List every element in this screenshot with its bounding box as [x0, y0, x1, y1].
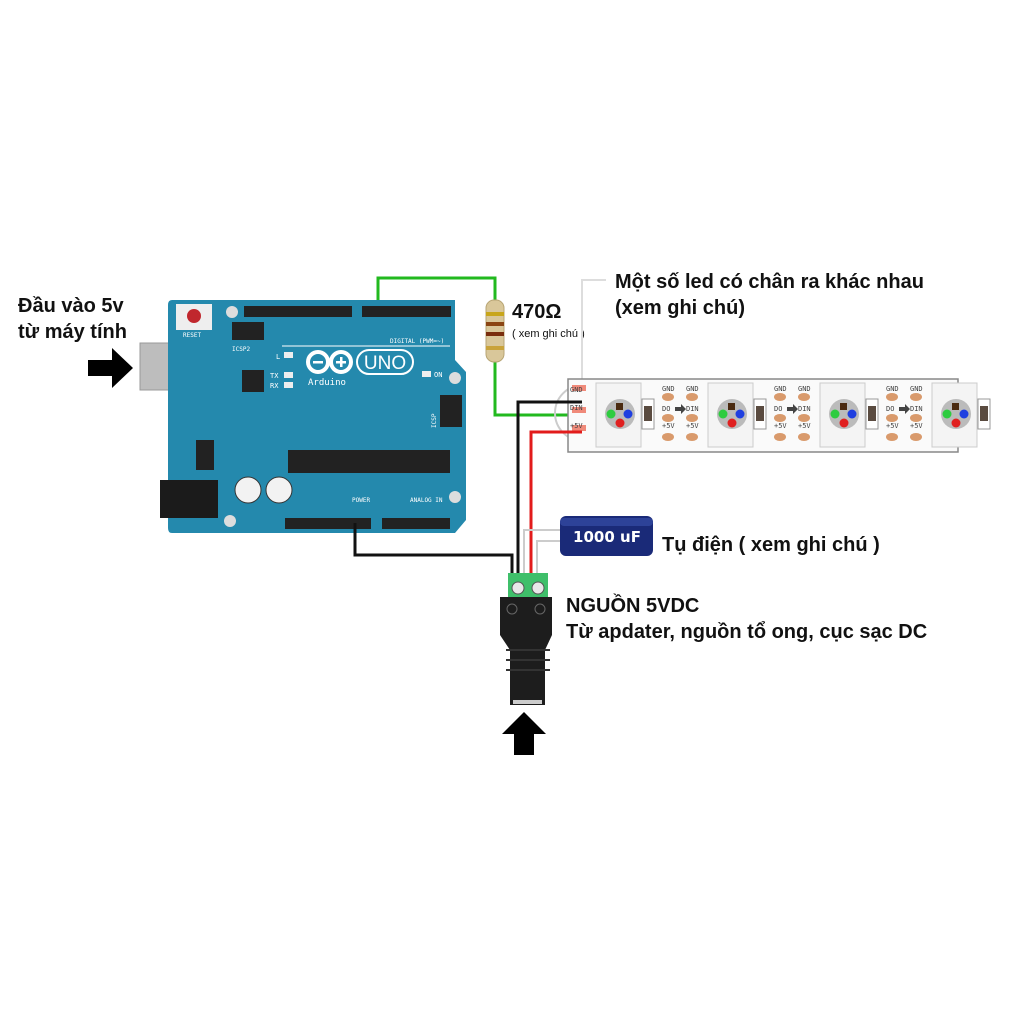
- pad-label: +5V: [774, 422, 787, 430]
- pad-label: GND: [662, 385, 675, 393]
- resistor: [485, 299, 505, 363]
- analog-header: [382, 518, 450, 529]
- power-title: NGUỒN 5VDC: [566, 593, 699, 617]
- pad-label: DIN: [686, 405, 699, 413]
- led-pixel: [595, 382, 655, 448]
- resistor-value: 470Ω: [512, 301, 561, 323]
- power-label: POWER: [352, 497, 370, 504]
- pad-label: GND: [886, 385, 899, 393]
- arrow-right-icon: [787, 404, 798, 414]
- chip-small: [242, 370, 264, 392]
- dc-jack: [160, 480, 218, 518]
- pad-label: DIN: [910, 405, 923, 413]
- icsp-label: ICSP: [431, 413, 438, 428]
- power-header: [285, 518, 371, 529]
- pad-label: GND: [910, 385, 923, 393]
- arrow-right-icon: [675, 404, 686, 414]
- icsp2-label: ICSP2: [232, 346, 250, 353]
- usb-input-label-line1: Đầu vào 5v: [18, 295, 124, 317]
- analog-label: ANALOG IN: [410, 497, 443, 504]
- arrow-up-icon: [502, 712, 546, 755]
- usb-input-label-line2: từ máy tính: [18, 321, 127, 343]
- pad-label: DO: [662, 405, 670, 413]
- digital-header-left: [244, 306, 352, 317]
- model-label: UNO: [364, 353, 406, 374]
- data-wire-to-strip: [493, 360, 582, 417]
- capacitor-value: 1000 uF: [573, 528, 641, 546]
- capacitor-note: Tụ điện ( xem ghi chú ): [662, 534, 880, 556]
- reset-label: RESET: [183, 332, 201, 339]
- arduino-uno-board: RESET ICSP2 DIGITAL (PWM=~) L TX RX UNO …: [139, 300, 466, 533]
- strip-gnd-label: GND: [570, 386, 583, 394]
- voltage-regulator: [196, 440, 214, 470]
- dc-power-connector: [500, 573, 552, 705]
- pad-label: +5V: [886, 422, 899, 430]
- pad-label: DO: [886, 405, 894, 413]
- capacitor: 1000 uF: [560, 516, 653, 556]
- pad-label: +5V: [798, 422, 811, 430]
- 5v-wire: [529, 430, 582, 576]
- power-subtitle: Từ apdater, nguồn tổ ong, cục sạc DC: [566, 621, 927, 643]
- gnd-wire-arduino: [353, 523, 514, 576]
- strip-5v-label: +5V: [570, 422, 583, 430]
- led-strip: GND DIN +5V GND GND DO DIN +5V +5V GND GND DO DIN…: [567, 378, 991, 453]
- pad-label: +5V: [686, 422, 699, 430]
- led-pixel: [707, 382, 767, 448]
- pad-label: DO: [774, 405, 782, 413]
- gnd-wire-strip: [516, 400, 582, 576]
- solder-pads: GND GND DO DIN +5V +5V: [774, 385, 811, 441]
- led-l-label: L: [276, 353, 280, 361]
- pad-label: +5V: [662, 422, 675, 430]
- arrow-right-icon: [899, 404, 910, 414]
- led-note-line1: Một số led có chân ra khác nhau: [615, 271, 924, 293]
- brand-label: Arduino: [308, 378, 346, 388]
- led-rx-label: RX: [270, 382, 279, 390]
- capacitor-lead-positive: [536, 540, 562, 576]
- data-wire-to-resistor: [376, 276, 497, 318]
- strip-din-label: DIN: [570, 404, 583, 412]
- pad-label: GND: [798, 385, 811, 393]
- solder-pads: GND GND DO DIN +5V +5V: [662, 385, 699, 441]
- pad-label: +5V: [910, 422, 923, 430]
- resistor-note: ( xem ghi chú ): [512, 328, 585, 340]
- digital-header-right: [362, 306, 451, 317]
- pad-label: GND: [686, 385, 699, 393]
- callout-line: [581, 279, 606, 380]
- led-tx-label: TX: [270, 372, 279, 380]
- arrow-right-icon: [88, 348, 133, 388]
- atmega-chip: [288, 450, 450, 473]
- solder-pads: GND GND DO DIN +5V +5V: [886, 385, 923, 441]
- pad-label: GND: [774, 385, 787, 393]
- arduino-logo: UNO Arduino: [306, 349, 414, 388]
- led-pixel: [819, 382, 879, 448]
- led-on-label: ON: [434, 371, 442, 379]
- capacitor-lead-negative: [523, 529, 562, 576]
- led-pixel: [931, 382, 991, 448]
- led-note-line2: (xem ghi chú): [615, 297, 745, 319]
- icsp-header: [440, 395, 462, 427]
- pad-label: DIN: [798, 405, 811, 413]
- digital-label: DIGITAL (PWM=~): [390, 338, 444, 345]
